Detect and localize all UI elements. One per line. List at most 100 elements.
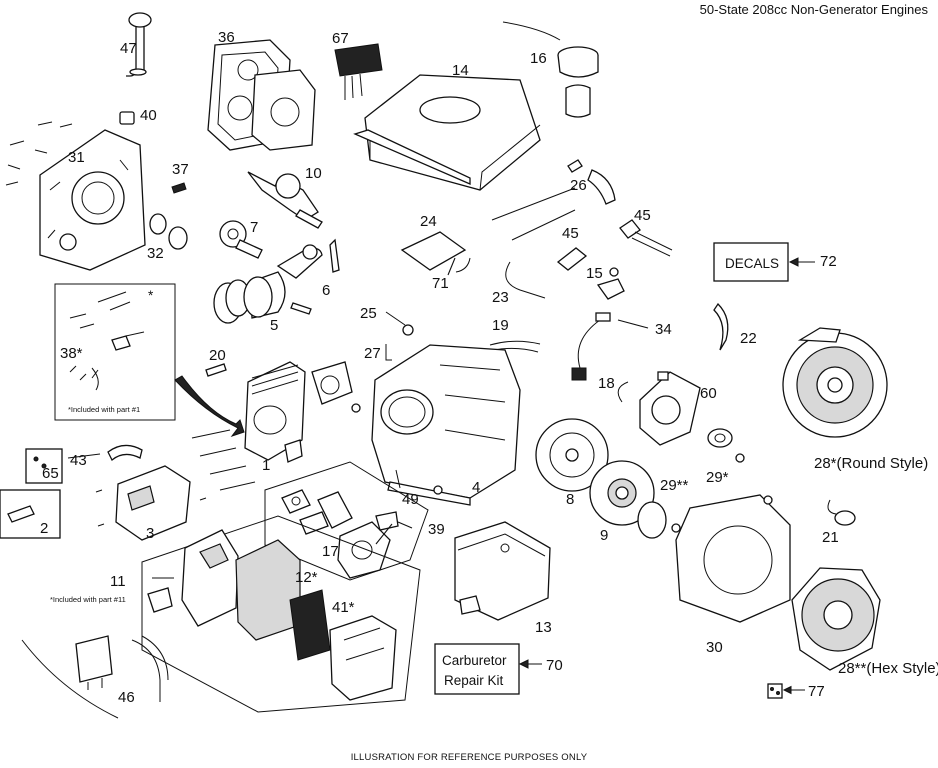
part-8-flywheel [535, 418, 609, 492]
label-60: 60 [700, 385, 717, 402]
label-32: 32 [147, 245, 164, 262]
part-27-pin [385, 344, 392, 361]
part-16-fuel-cap [502, 21, 599, 118]
part-5-piston [213, 271, 312, 324]
label-23: 23 [492, 289, 509, 306]
label-2: 2 [40, 520, 48, 537]
part-15-fuel-valve [596, 267, 625, 300]
part-77-clip [767, 683, 805, 699]
label-16: 16 [530, 50, 547, 67]
label-36: 36 [218, 29, 235, 46]
part-3-muffler [95, 465, 207, 541]
air-filter-kit-box: *Included with part #11 [50, 515, 421, 713]
label-13: 13 [535, 619, 552, 636]
part-45-harness [556, 219, 673, 271]
label-4: 4 [472, 479, 480, 496]
label-6: 6 [322, 282, 330, 299]
label-18: 18 [598, 375, 615, 392]
part-18-coil [571, 312, 611, 381]
label-12: 12* [295, 569, 318, 586]
label-39: 39 [428, 521, 445, 538]
svg-text:*Included with part #11: *Included with part #11 [50, 595, 126, 604]
part-40-plug [119, 111, 135, 125]
label-11: 11 [110, 573, 126, 590]
label-38: 38* [60, 345, 83, 362]
head-bolts [191, 429, 256, 491]
springs [491, 187, 576, 299]
label-31: 31 [68, 149, 85, 166]
part-2-box [0, 489, 61, 539]
pointer-lines [67, 257, 649, 579]
label-45a: 45 [634, 207, 651, 224]
part-25-bolt [385, 311, 414, 336]
head-gasket [311, 361, 361, 413]
part-13-air-cleaner [454, 521, 551, 621]
label-3: 3 [146, 525, 154, 542]
part-46-breather [21, 635, 169, 719]
label-29b: 29* [706, 469, 729, 486]
part-24-governor [400, 231, 471, 273]
diagram-title: 50-State 208cc Non-Generator Engines [699, 2, 928, 17]
part-43-hose [107, 444, 143, 462]
label-25: 25 [360, 305, 377, 322]
label-29a: 29** [660, 477, 689, 494]
svg-text:*Included with part #1: *Included with part #1 [68, 405, 140, 414]
footer-disclaimer: ILLUSRATION FOR REFERENCE PURPOSES ONLY [350, 752, 588, 763]
part-14-fuel-tank [353, 74, 541, 191]
bolts-31 [5, 121, 73, 186]
label-9: 9 [600, 527, 608, 544]
decals-box: DECALS [713, 242, 815, 282]
part-1-cylinder-head [191, 361, 306, 491]
part-37-sensor [171, 182, 187, 194]
label-21: 21 [822, 529, 839, 546]
label-37: 37 [172, 161, 189, 178]
part-28-recoil-round [782, 327, 888, 438]
part-30-blower-housing [675, 494, 791, 623]
label-34: 34 [655, 321, 672, 338]
part-10-crankshaft [247, 171, 323, 229]
label-77: 77 [808, 683, 825, 700]
carburetor-kit-box [264, 461, 429, 581]
label-27: 27 [364, 345, 381, 362]
part-4-engine-block [371, 344, 521, 506]
label-20: 20 [209, 347, 226, 364]
part-7-camshaft [219, 220, 263, 259]
part-49-bolt [395, 469, 401, 489]
label-71: 71 [432, 275, 449, 292]
part-60-stator [617, 371, 701, 446]
label-49: 49 [402, 491, 419, 508]
label-47: 47 [120, 40, 137, 57]
label-17: 17 [322, 543, 339, 560]
part-26-linkage [567, 159, 616, 205]
part-29-starter-cup [707, 428, 745, 463]
label-70: 70 [546, 657, 563, 674]
label-40: 40 [140, 107, 157, 124]
part-32-seals [149, 213, 188, 250]
label-26: 26 [570, 177, 587, 194]
label-7: 7 [250, 219, 258, 236]
svg-text:Repair Kit: Repair Kit [444, 673, 504, 688]
svg-text:*: * [148, 288, 154, 303]
label-10: 10 [305, 165, 322, 182]
label-19: 19 [492, 317, 509, 334]
carb-repair-kit-box: Carburetor Repair Kit [434, 643, 542, 695]
label-65: 65 [42, 465, 59, 482]
part-22-guard [713, 302, 729, 351]
label-72: 72 [820, 253, 837, 270]
label-5: 5 [270, 317, 278, 334]
label-8: 8 [566, 491, 574, 508]
part-20-spark-plug [205, 363, 227, 377]
label-1: 1 [262, 457, 270, 474]
part-6-connecting-rod [276, 238, 340, 279]
part-labels: 47 36 67 14 16 40 31 37 10 26 45 24 45 7… [40, 29, 938, 706]
label-24: 24 [420, 213, 437, 230]
label-28h: 28**(Hex Style) [838, 660, 938, 677]
label-41: 41* [332, 599, 355, 616]
label-67: 67 [332, 30, 349, 47]
part-21-switch [827, 499, 856, 526]
part-31-crankcase-cover [5, 121, 146, 271]
label-15: 15 [586, 265, 603, 282]
svg-text:Carburetor: Carburetor [442, 653, 507, 668]
label-30: 30 [706, 639, 723, 656]
